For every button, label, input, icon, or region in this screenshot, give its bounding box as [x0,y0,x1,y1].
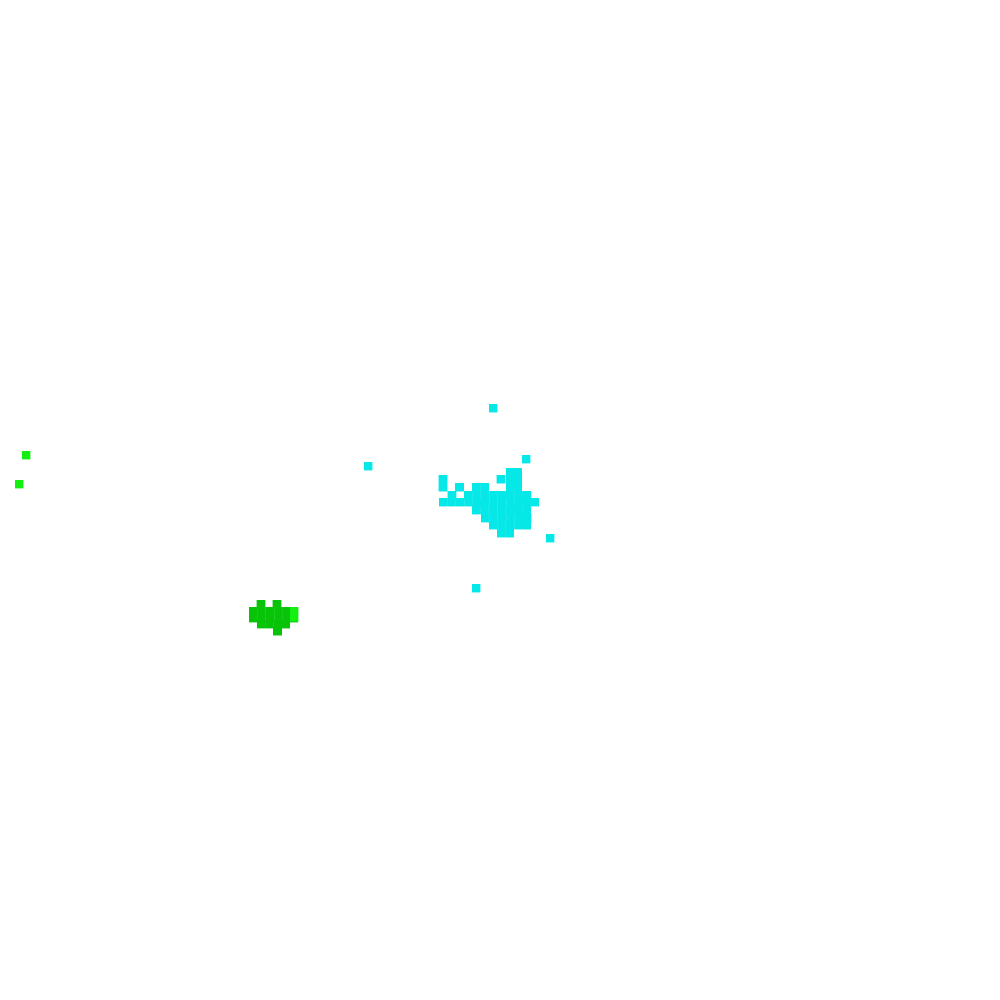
cyan-pixel [514,498,523,507]
green-pixel [265,620,274,629]
cyan-pixel [505,506,514,515]
green-pixel [256,600,265,609]
cyan-pixel [497,491,506,500]
cyan-pixel [455,483,464,492]
cyan-pixel [480,491,490,500]
cyan-pixel [472,483,481,492]
green-pixel [290,607,299,616]
green-pixel [274,614,283,623]
cyan-pixel [438,483,447,492]
green-particle [22,451,31,460]
cyan-pixel [447,498,456,507]
cyan-pixel [513,483,522,492]
cyan-pixel [489,514,498,523]
green-pixel [282,614,291,623]
cyan-pixel [514,521,523,530]
cyan-pixel [472,506,481,515]
green-pixel [281,620,290,629]
cyan-pixel [480,506,489,515]
cyan-pixel [497,529,506,538]
cyan-pixel [488,506,498,515]
green-pixel [273,620,283,629]
cyan-pixel [530,498,539,507]
green-pixel [274,607,283,616]
cyan-pixel [506,491,515,500]
cyan-pixel [447,491,456,500]
cyan-pixel [514,506,523,515]
cyan-particle [489,404,498,413]
green-pixel [265,614,275,623]
cyan-pixel [506,468,515,477]
cyan-pixel [514,514,523,523]
cyan-pixel [480,483,489,492]
cyan-pixel [464,491,473,500]
cyan-pixel [513,475,522,484]
cyan-pixel [496,475,505,484]
cyan-pixel [489,498,498,507]
cyan-pixel [464,498,473,507]
green-pixel [273,627,282,636]
cyan-particles [364,404,555,593]
green-enemy-cell [249,600,299,636]
cyan-pixel [522,491,531,500]
cyan-pixel [481,498,490,507]
cyan-pixel [497,506,506,515]
cyan-pixel [522,521,531,530]
cyan-particle [364,462,373,471]
green-pixel [249,607,258,616]
cyan-pixel [472,491,481,500]
cyan-pixel [513,468,522,477]
cyan-pixel [514,491,523,500]
cyan-particle [546,534,555,543]
cyan-pixel [497,521,506,530]
cyan-particle [472,584,481,593]
green-pixel [257,614,266,623]
cyan-pixel [506,498,515,507]
green-pixel [257,607,266,616]
green-particle [15,480,24,489]
green-pixel [265,607,275,616]
cyan-pixel [505,529,514,538]
green-particles [15,451,31,489]
cyan-player-cell [438,468,539,538]
cyan-pixel [481,514,490,523]
cyan-pixel [497,498,507,507]
green-pixel [290,613,299,622]
cyan-pixel [472,498,481,507]
cyan-pixel [497,514,507,523]
green-pixel [272,600,281,609]
cyan-pixel [455,498,465,507]
cyan-pixel [523,498,532,507]
cyan-pixel [506,483,515,492]
cyan-pixel [439,498,448,507]
green-pixel [249,614,258,623]
cyan-pixel [489,491,498,500]
cyan-pixel [438,475,447,484]
cyan-pixel [506,514,515,523]
green-pixel [257,620,266,629]
cyan-particle [522,455,531,464]
cyan-pixel [522,514,531,523]
green-pixel [282,607,291,616]
cyan-pixel [505,521,515,530]
cyan-pixel [506,475,515,484]
cyan-pixel [489,521,498,530]
cyan-pixel [522,506,531,515]
